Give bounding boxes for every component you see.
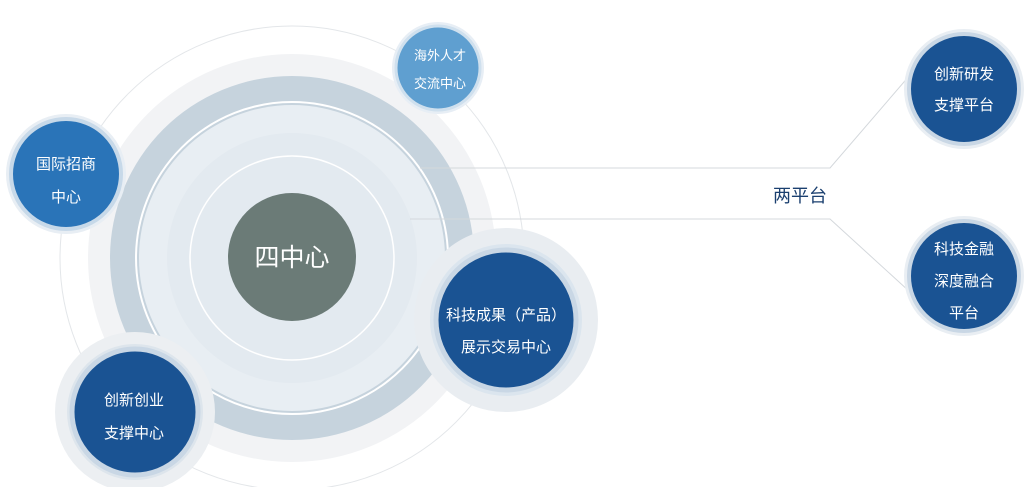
center-node-label-line1: 科技成果（产品） bbox=[446, 306, 566, 324]
platform-node-rd-support: 创新研发 支撑平台 bbox=[904, 29, 1024, 149]
center-node-circle bbox=[433, 247, 579, 393]
platform-node-label-line2: 支撑平台 bbox=[934, 96, 994, 114]
center-node-overseas-talent: 海外人才 交流中心 bbox=[392, 22, 484, 114]
connector-lower bbox=[410, 218, 911, 293]
center-node-label-line1: 国际招商 bbox=[36, 155, 96, 173]
core-label: 四中心 bbox=[254, 243, 329, 272]
inner-ring-line bbox=[189, 155, 395, 361]
center-node-tech-exhibition: 科技成果（产品） 展示交易中心 bbox=[414, 228, 598, 412]
center-node-label-line2: 展示交易中心 bbox=[461, 338, 551, 356]
core-circle bbox=[228, 193, 356, 321]
connector-upper bbox=[420, 74, 911, 169]
platform-node-label-line1: 科技金融 bbox=[934, 240, 994, 258]
center-node-circle bbox=[69, 346, 201, 478]
core-node: 四中心 bbox=[228, 193, 356, 321]
platform-node-label-line1: 创新研发 bbox=[934, 65, 994, 83]
center-node-international-investment: 国际招商 中心 bbox=[6, 114, 126, 234]
center-node-label-line2: 中心 bbox=[51, 188, 81, 206]
center-node-label-line2: 支撑中心 bbox=[104, 424, 164, 442]
platform-node-tech-finance: 科技金融 深度融合 平台 bbox=[904, 216, 1024, 336]
platform-node-label-line3: 平台 bbox=[949, 304, 979, 322]
center-node-label-line1: 海外人才 bbox=[414, 49, 466, 64]
center-node-label-line2: 交流中心 bbox=[414, 76, 466, 92]
center-node-circle bbox=[394, 24, 482, 112]
platform-node-label-line2: 深度融合 bbox=[934, 272, 994, 290]
center-node-innovation-entrepreneurship: 创新创业 支撑中心 bbox=[55, 332, 215, 487]
platform-connectors bbox=[410, 74, 911, 293]
platforms-label: 两平台 bbox=[773, 186, 827, 207]
center-node-label-line1: 创新创业 bbox=[104, 391, 164, 409]
platform-node-circle bbox=[907, 32, 1021, 146]
platform-node-circle bbox=[907, 219, 1021, 333]
center-node-circle bbox=[9, 117, 123, 231]
